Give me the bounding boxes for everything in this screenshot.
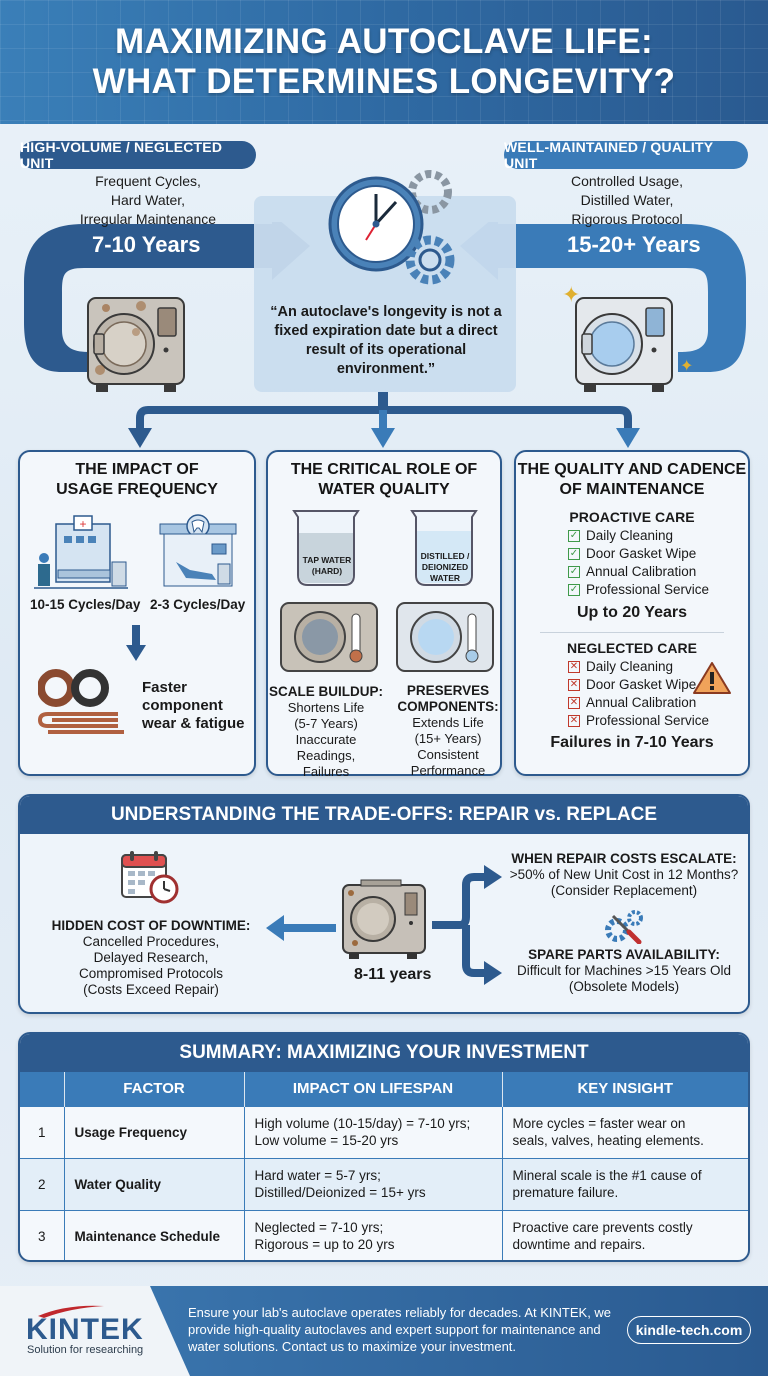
- well-maintained-label: WELL-MAINTAINED / QUALITY UNIT: [504, 139, 748, 171]
- maintenance-card-title: THE QUALITY AND CADENCE OF MAINTENANCE: [517, 461, 747, 498]
- table-row: 3 Maintenance Schedule Neglected = 7-10 …: [20, 1209, 748, 1260]
- col-header-num: [20, 1072, 65, 1106]
- longevity-quote: “An autoclave's longevity is not a fixed…: [270, 304, 502, 377]
- wear-result-text: Faster component wear & fatigue: [142, 679, 245, 732]
- title-line-2: WHAT DETERMINES LONGEVITY?: [92, 62, 676, 101]
- summary-section: SUMMARY: MAXIMIZING YOUR INVESTMENT FACT…: [18, 1032, 750, 1262]
- tradeoffs-title: UNDERSTANDING THE TRADE-OFFS: REPAIR vs.…: [20, 796, 748, 834]
- checkbox-checked-icon: ✓: [568, 530, 580, 542]
- neglected-result: Failures in 7-10 Years: [550, 734, 714, 751]
- neglected-item: ✕Annual Calibration: [568, 695, 697, 710]
- col-header-impact: IMPACT ON LIFESPAN: [244, 1072, 503, 1106]
- checkbox-checked-icon: ✓: [568, 548, 580, 560]
- logo-tagline: Solution for researching: [27, 1344, 144, 1356]
- divider: [540, 632, 724, 633]
- aging-autoclave-icon: [342, 879, 426, 959]
- tap-water-label: TAP WATER (HARD): [302, 555, 352, 576]
- low-cycles-label: 2-3 Cycles/Day: [150, 597, 246, 612]
- col-header-insight: KEY INSIGHT: [502, 1072, 748, 1106]
- unit-age-label: 8-11 years: [354, 966, 432, 983]
- high-volume-label: HIGH-VOLUME / NEGLECTED UNIT: [20, 139, 256, 171]
- water-card-title: THE CRITICAL ROLE OF WATER QUALITY: [290, 461, 478, 498]
- right-u-arrow-icon: [460, 222, 746, 372]
- down-arrow-icon: [126, 625, 146, 661]
- left-u-arrow-icon: [24, 222, 310, 372]
- sparkle-icon: ✦: [562, 282, 581, 307]
- branch-arrows-icon: [128, 392, 640, 448]
- kintek-logo: KINTEK: [26, 1313, 144, 1346]
- table-row: 2 Water Quality Hard water = 5-7 yrs;Dis…: [20, 1157, 748, 1210]
- repair-cost-text: WHEN REPAIR COSTS ESCALATE: >50% of New …: [509, 851, 739, 898]
- page-title: MAXIMIZING AUTOCLAVE LIFE: WHAT DETERMIN…: [93, 22, 676, 102]
- svg-text:+: +: [79, 517, 86, 531]
- page-header: MAXIMIZING AUTOCLAVE LIFE: WHAT DETERMIN…: [0, 0, 768, 124]
- checkbox-checked-icon: ✓: [568, 566, 580, 578]
- branch-brace-arrows-icon: [432, 865, 502, 985]
- checkbox-crossed-icon: ✕: [568, 715, 580, 727]
- proactive-care-heading: PROACTIVE CARE: [569, 509, 695, 525]
- clean-autoclave-icon: [575, 297, 673, 392]
- summary-title: SUMMARY: MAXIMIZING YOUR INVESTMENT: [20, 1034, 748, 1072]
- left-arrow-icon: [266, 915, 336, 941]
- col-header-factor: FACTOR: [64, 1072, 245, 1106]
- tap-water-beaker-icon: [292, 510, 360, 586]
- proactive-checklist: ✓Daily Cleaning ✓Door Gasket Wipe ✓Annua…: [568, 527, 748, 599]
- checkbox-crossed-icon: ✕: [568, 697, 580, 709]
- table-row: 1 Usage Frequency High volume (10-15/day…: [20, 1105, 748, 1158]
- worn-seals-heating-element-icon: [38, 669, 124, 734]
- neglected-care-heading: NEGLECTED CARE: [567, 640, 697, 656]
- website-link[interactable]: kindle-tech.com: [627, 1316, 751, 1344]
- high-volume-factors: Frequent Cycles, Hard Water, Irregular M…: [79, 173, 217, 227]
- clock-gears-icon: [328, 170, 455, 285]
- scaled-chamber-icon: [280, 602, 378, 672]
- proactive-item: ✓Annual Calibration: [568, 564, 697, 579]
- title-line-1: MAXIMIZING AUTOCLAVE LIFE:: [115, 22, 653, 61]
- proactive-item: ✓Door Gasket Wipe: [568, 546, 697, 561]
- dental-clinic-icon: [159, 514, 237, 587]
- neglected-item: ✕Daily Cleaning: [568, 659, 674, 674]
- usage-card-title: THE IMPACT OF USAGE FREQUENCY: [56, 461, 218, 498]
- proactive-result: Up to 20 Years: [577, 604, 687, 621]
- summary-table: FACTOR IMPACT ON LIFESPAN KEY INSIGHT 1 …: [20, 1072, 748, 1260]
- neglected-checklist: ✕Daily Cleaning ✕Door Gasket Wipe ✕Annua…: [568, 658, 748, 730]
- downtime-text: HIDDEN COST OF DOWNTIME: Cancelled Proce…: [51, 918, 251, 997]
- preserves-components-text: PRESERVES COMPONENTS: Extends Life (15+ …: [397, 683, 499, 778]
- warning-icon: [693, 662, 731, 694]
- neglected-item: ✕Door Gasket Wipe: [568, 677, 697, 692]
- spare-parts-text: SPARE PARTS AVAILABILITY: Difficult for …: [517, 947, 731, 994]
- distilled-water-beaker-icon: [410, 510, 478, 586]
- right-lifespan: 15-20+ Years: [567, 232, 701, 257]
- proactive-item: ✓Daily Cleaning: [568, 528, 674, 543]
- maintenance-card: THE QUALITY AND CADENCE OF MAINTENANCE P…: [514, 450, 750, 776]
- clean-chamber-icon: [396, 602, 494, 672]
- footer-text: Ensure your lab's autoclave operates rel…: [188, 1305, 612, 1354]
- neglected-item: ✕Professional Service: [568, 713, 710, 728]
- calendar-clock-icon: [121, 851, 179, 904]
- proactive-item: ✓Professional Service: [568, 582, 710, 597]
- distilled-water-label: DISTILLED / DEIONIZED WATER: [420, 551, 470, 583]
- gears-wrench-icon: [605, 910, 643, 944]
- rusty-autoclave-icon: [87, 297, 185, 392]
- scale-buildup-text: SCALE BUILDUP: Shortens Life (5-7 Years)…: [269, 684, 383, 779]
- well-maintained-factors: Controlled Usage, Distilled Water, Rigor…: [570, 173, 684, 227]
- logo-swoosh-icon: [38, 1305, 104, 1318]
- hospital-icon: +: [34, 515, 128, 589]
- high-cycles-label: 10-15 Cycles/Day: [30, 597, 141, 612]
- checkbox-crossed-icon: ✕: [568, 679, 580, 691]
- left-lifespan: 7-10 Years: [92, 232, 201, 257]
- checkbox-checked-icon: ✓: [568, 584, 580, 596]
- checkbox-crossed-icon: ✕: [568, 661, 580, 673]
- sparkle-icon: ✦: [680, 358, 694, 375]
- table-header-row: FACTOR IMPACT ON LIFESPAN KEY INSIGHT: [20, 1072, 748, 1106]
